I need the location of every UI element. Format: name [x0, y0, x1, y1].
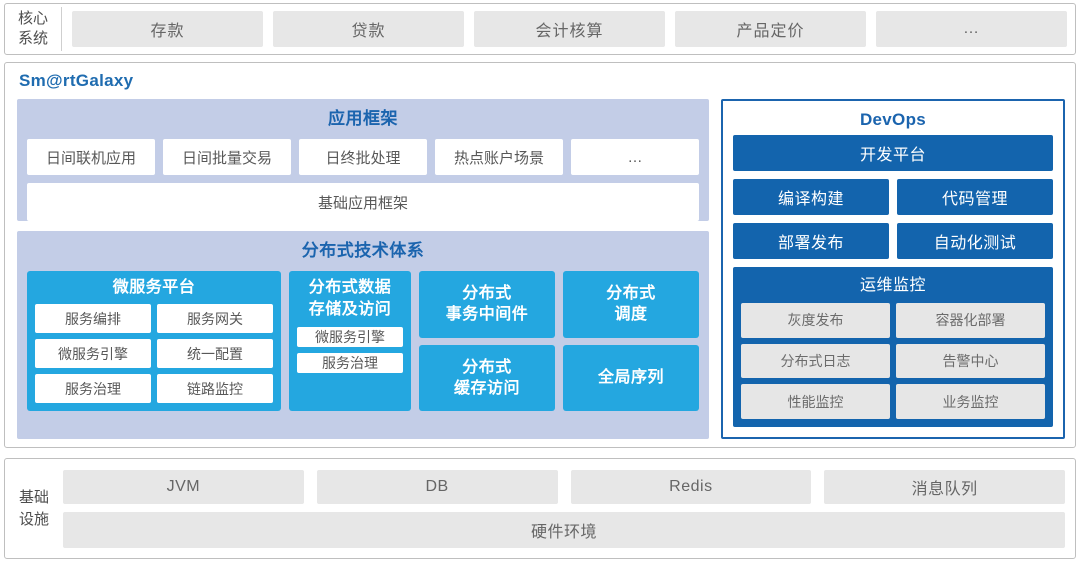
app-framework-item[interactable]: 热点账户场景 — [435, 139, 563, 175]
ops-monitoring-item[interactable]: 业务监控 — [896, 384, 1045, 419]
ops-monitoring-items: 灰度发布 容器化部署 分布式日志 告警中心 性能监控 业务监控 — [741, 303, 1045, 419]
distributed-tech-block: 分布式技术体系 微服务平台 服务编排 服务网关 微服务引擎 统一配置 服务治理 — [17, 231, 709, 439]
devops-capability-item[interactable]: 代码管理 — [897, 179, 1053, 215]
app-framework-items: 日间联机应用 日间批量交易 日终批处理 热点账户场景 … — [27, 139, 699, 175]
distributed-data-storage-items: 微服务引擎 服务治理 — [297, 327, 403, 403]
core-system-item[interactable]: 贷款 — [273, 11, 464, 47]
infrastructure-panel: 基础 设施 JVM DB Redis 消息队列 硬件环境 — [4, 458, 1076, 559]
core-systems-items: 存款 贷款 会计核算 产品定价 … — [62, 11, 1067, 47]
infrastructure-item[interactable]: 消息队列 — [824, 469, 1065, 504]
distributed-data-storage-card[interactable]: 分布式数据 存储及访问 微服务引擎 服务治理 — [289, 271, 411, 411]
app-framework-item[interactable]: 日终批处理 — [299, 139, 427, 175]
app-framework-block: 应用框架 日间联机应用 日间批量交易 日终批处理 热点账户场景 … 基础应用框架 — [17, 99, 709, 221]
microservice-platform-items: 服务编排 服务网关 微服务引擎 统一配置 服务治理 链路监控 — [35, 304, 273, 403]
core-systems-panel: 核心 系统 存款 贷款 会计核算 产品定价 … — [4, 3, 1076, 55]
app-framework-title: 应用框架 — [328, 109, 398, 128]
infrastructure-item[interactable]: Redis — [570, 469, 812, 504]
distributed-data-storage-title: 分布式数据 存储及访问 — [308, 279, 392, 318]
core-system-item[interactable]: 存款 — [72, 11, 263, 47]
ops-monitoring-item[interactable]: 灰度发布 — [741, 303, 890, 338]
distributed-column-3: 分布式 事务中间件 分布式 缓存访问 — [419, 271, 555, 411]
devops-capability-item[interactable]: 部署发布 — [733, 223, 889, 259]
data-storage-item[interactable]: 微服务引擎 — [297, 327, 403, 347]
app-framework-item-more[interactable]: … — [571, 139, 699, 175]
devops-panel: DevOps 开发平台 编译构建 代码管理 部署发布 自动化测试 运维监控 灰度… — [721, 99, 1065, 439]
ops-monitoring-card: 运维监控 灰度发布 容器化部署 分布式日志 告警中心 性能监控 业务监控 — [733, 267, 1053, 427]
distributed-column-4: 分布式 调度 全局序列 — [563, 271, 699, 411]
infrastructure-items: JVM DB Redis 消息队列 — [63, 469, 1065, 504]
microservice-platform-title: 微服务平台 — [112, 279, 196, 296]
distributed-cache-access-tile[interactable]: 分布式 缓存访问 — [419, 344, 555, 411]
devops-title: DevOps — [859, 110, 927, 129]
ops-monitoring-title: 运维监控 — [859, 277, 926, 294]
microservice-item[interactable]: 服务编排 — [35, 304, 151, 333]
distributed-scheduling-tile[interactable]: 分布式 调度 — [563, 271, 699, 338]
ops-monitoring-item[interactable]: 容器化部署 — [896, 303, 1045, 338]
infrastructure-item[interactable]: DB — [316, 469, 558, 504]
microservice-item[interactable]: 链路监控 — [157, 374, 273, 403]
distributed-tech-columns: 微服务平台 服务编排 服务网关 微服务引擎 统一配置 服务治理 链路监控 — [27, 271, 699, 411]
distributed-tech-title: 分布式技术体系 — [301, 241, 425, 260]
data-storage-item[interactable]: 服务治理 — [297, 353, 403, 373]
infrastructure-content: JVM DB Redis 消息队列 硬件环境 — [63, 469, 1065, 548]
infrastructure-label: 基础 设施 — [18, 488, 49, 528]
ops-monitoring-item[interactable]: 性能监控 — [741, 384, 890, 419]
devops-capability-item[interactable]: 自动化测试 — [897, 223, 1053, 259]
microservice-item[interactable]: 服务治理 — [35, 374, 151, 403]
ops-monitoring-item[interactable]: 分布式日志 — [741, 343, 890, 379]
devops-column: DevOps 开发平台 编译构建 代码管理 部署发布 自动化测试 运维监控 灰度… — [721, 99, 1065, 439]
microservice-platform-card[interactable]: 微服务平台 服务编排 服务网关 微服务引擎 统一配置 服务治理 链路监控 — [27, 271, 281, 411]
core-system-item[interactable]: 会计核算 — [474, 11, 665, 47]
microservice-item[interactable]: 微服务引擎 — [35, 339, 151, 368]
infrastructure-item[interactable]: JVM — [63, 469, 304, 504]
smartgalaxy-body: 应用框架 日间联机应用 日间批量交易 日终批处理 热点账户场景 … 基础应用框架… — [17, 99, 1065, 439]
core-system-item[interactable]: 产品定价 — [675, 11, 866, 47]
distributed-transaction-middleware-tile[interactable]: 分布式 事务中间件 — [419, 271, 555, 338]
devops-capability-item[interactable]: 编译构建 — [733, 179, 889, 215]
microservice-item[interactable]: 服务网关 — [157, 304, 273, 333]
app-framework-item[interactable]: 日间批量交易 — [163, 139, 291, 175]
devops-capability-grid: 编译构建 代码管理 部署发布 自动化测试 — [733, 179, 1053, 259]
app-framework-item[interactable]: 日间联机应用 — [27, 139, 155, 175]
ops-monitoring-item[interactable]: 告警中心 — [896, 343, 1045, 379]
hardware-environment-bar[interactable]: 硬件环境 — [63, 511, 1065, 548]
smartgalaxy-panel: Sm@rtGalaxy 应用框架 日间联机应用 日间批量交易 日终批处理 热点账… — [4, 62, 1076, 448]
microservice-item[interactable]: 统一配置 — [157, 339, 273, 368]
core-system-item-more[interactable]: … — [876, 11, 1067, 47]
dev-platform-bar[interactable]: 开发平台 — [733, 135, 1053, 171]
base-app-framework-bar[interactable]: 基础应用框架 — [27, 183, 699, 221]
galaxy-left-column: 应用框架 日间联机应用 日间批量交易 日终批处理 热点账户场景 … 基础应用框架… — [17, 99, 709, 439]
global-sequence-tile[interactable]: 全局序列 — [563, 344, 699, 411]
smartgalaxy-title: Sm@rtGalaxy — [19, 71, 134, 90]
core-systems-label: 核心 系统 — [5, 7, 62, 51]
